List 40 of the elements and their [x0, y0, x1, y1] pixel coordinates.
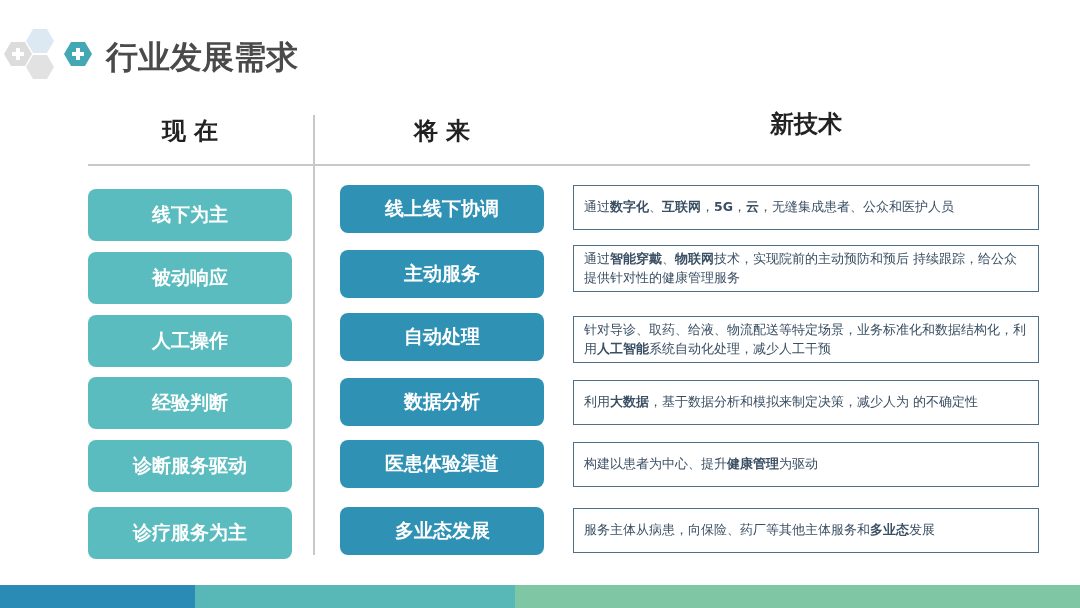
category-box: [340, 185, 544, 233]
box-text: 多业态发展: [394, 518, 490, 543]
box-text: 线上线下协调: [385, 196, 499, 221]
category-box: [340, 313, 544, 361]
category-box: [340, 378, 544, 426]
box-text: 利用大数据，基于数据分析和模拟来制定决策，减少人为 的不确定性: [584, 393, 978, 412]
description-box: [573, 380, 1039, 425]
category-box: [340, 440, 544, 488]
description-box: [573, 508, 1039, 553]
column-header: 将 来: [412, 116, 472, 147]
box-text: 医患体验渠道: [385, 451, 499, 476]
box-text: 通过数字化、互联网，5G，云，无缝集成患者、公众和医护人员: [584, 198, 954, 217]
description-box: [573, 245, 1039, 292]
category-box: [88, 189, 292, 241]
box-text: 人工操作: [152, 328, 228, 353]
category-box: [88, 440, 292, 492]
category-box: [340, 250, 544, 298]
box-text: 诊断服务驱动: [133, 453, 247, 478]
description-box: [573, 442, 1039, 487]
box-text: 数据分析: [404, 389, 480, 414]
box-text: 通过智能穿戴、物联网技术，实现院前的主动预防和预后 持续跟踪，给公众提供针对性的健康管理服务: [584, 250, 1018, 287]
box-text: 自动处理: [404, 324, 480, 349]
box-text: 经验判断: [152, 390, 228, 415]
box-text: 主动服务: [404, 261, 480, 286]
box-text: 针对导诊、取药、给液、物流配送等特定场景，业务标准化和数据结构化，利用人工智能系统自动化处理，减少人工干预: [584, 321, 1027, 358]
category-box: [88, 252, 292, 304]
box-text: 服务主体从病患，向保险、药厂等其他主体服务和多业态发展: [584, 521, 935, 540]
column-header: 新技术: [769, 109, 843, 140]
category-box: [88, 377, 292, 429]
box-text: 被动响应: [152, 265, 228, 290]
category-box: [88, 507, 292, 559]
box-text: 构建以患者为中心、提升健康管理为驱动: [584, 455, 818, 474]
description-box: [573, 316, 1039, 363]
column-header: 现 在: [160, 116, 220, 147]
description-box: [573, 185, 1039, 230]
slide-title: 行业发展需求: [106, 37, 298, 78]
category-box: [340, 507, 544, 555]
box-text: 诊疗服务为主: [133, 520, 247, 545]
box-text: 线下为主: [152, 202, 228, 227]
category-box: [88, 315, 292, 367]
